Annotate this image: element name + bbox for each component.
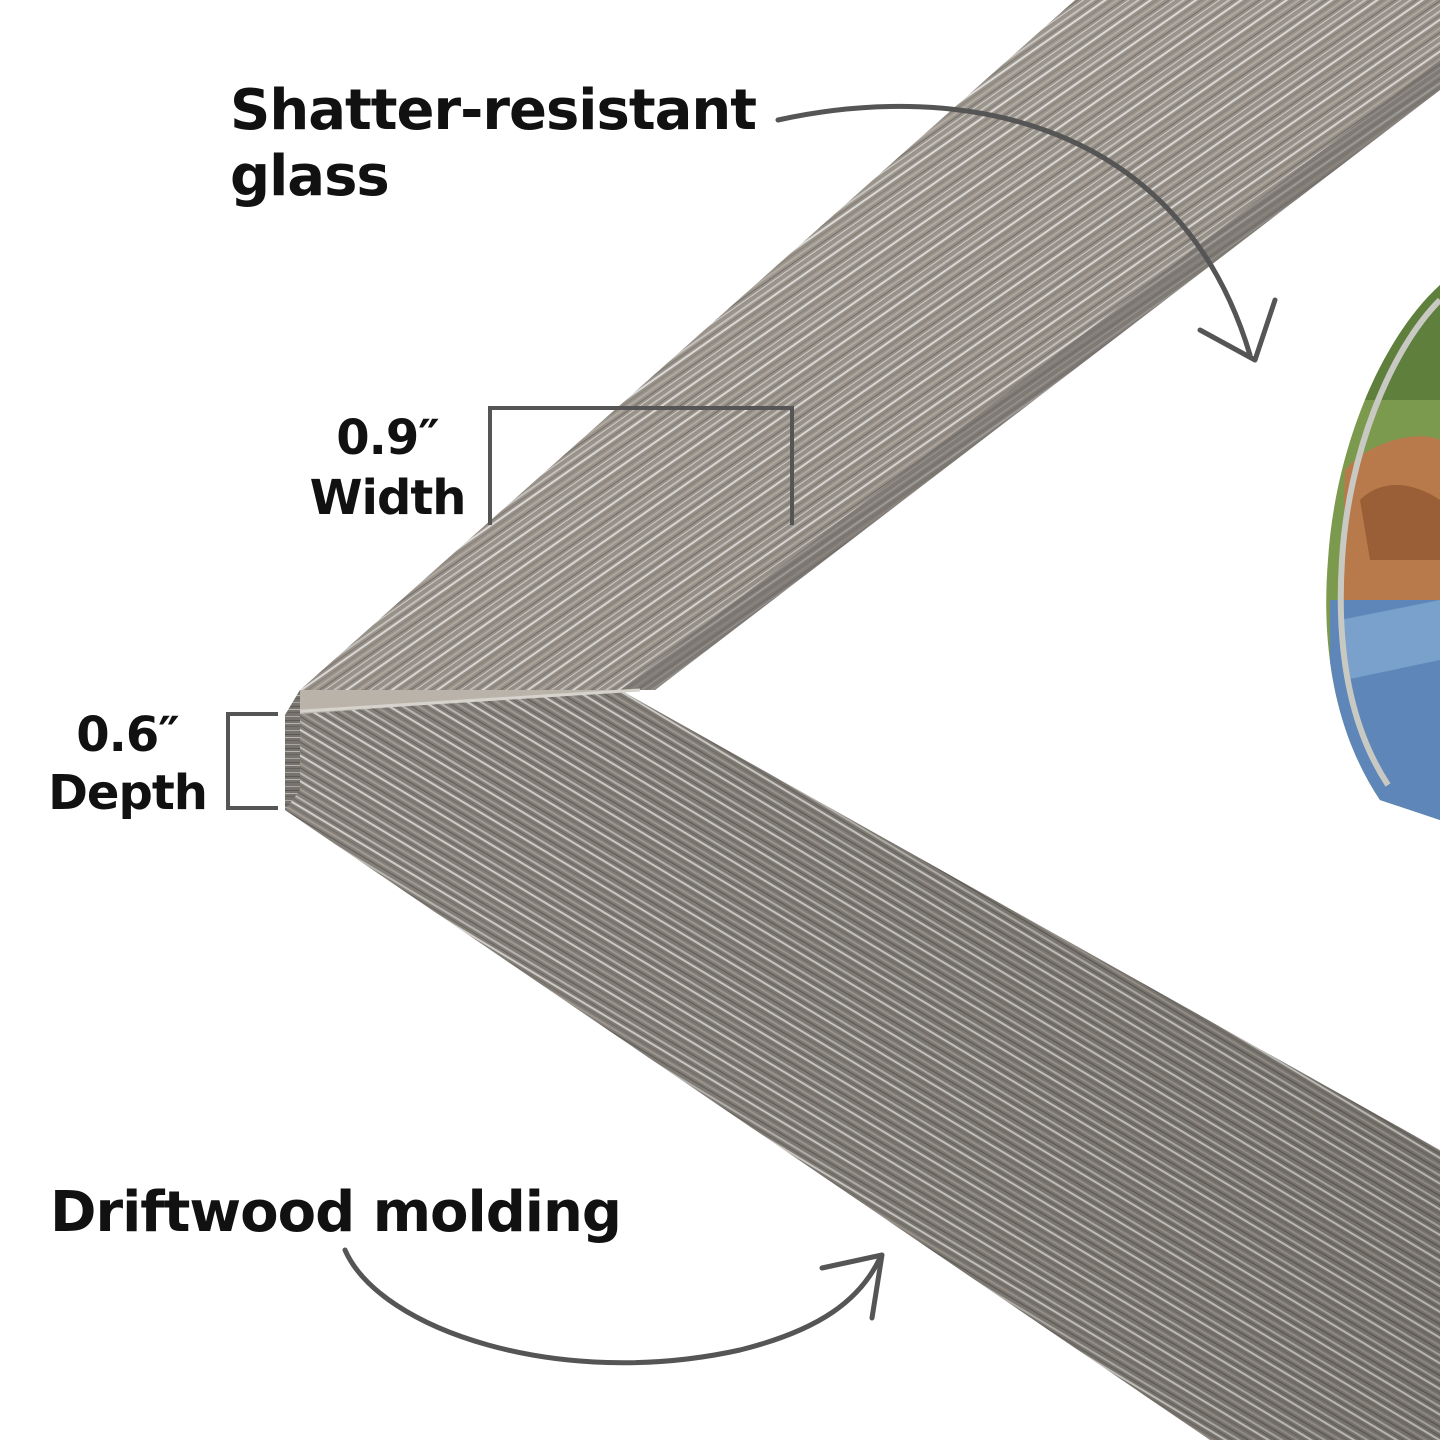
depth-label: Depth — [48, 765, 208, 821]
width-dimension-bracket — [488, 406, 794, 525]
miter-joint — [285, 690, 655, 715]
glass-callout: Shatter-resistant glass — [230, 78, 757, 210]
depth-value: 0.6″ — [76, 707, 179, 763]
width-label: Width — [309, 470, 467, 526]
molding-text: Driftwood molding — [50, 1180, 622, 1245]
molding-callout: Driftwood molding — [50, 1180, 622, 1246]
frame-depth-face — [285, 690, 300, 810]
glass-callout-line2: glass — [230, 144, 390, 209]
glass-callout-line1: Shatter-resistant — [230, 78, 757, 143]
depth-dimension-bracket — [226, 712, 278, 810]
depth-callout: 0.6″ Depth — [40, 706, 215, 822]
width-callout: 0.9″ Width — [300, 408, 475, 528]
curved-arrow-up-icon — [342, 1247, 885, 1366]
frame-inner-lip — [620, 60, 1440, 690]
curved-arrow-down-icon — [775, 104, 1278, 363]
photo-inside-frame — [1326, 285, 1440, 820]
width-value: 0.9″ — [336, 410, 439, 466]
